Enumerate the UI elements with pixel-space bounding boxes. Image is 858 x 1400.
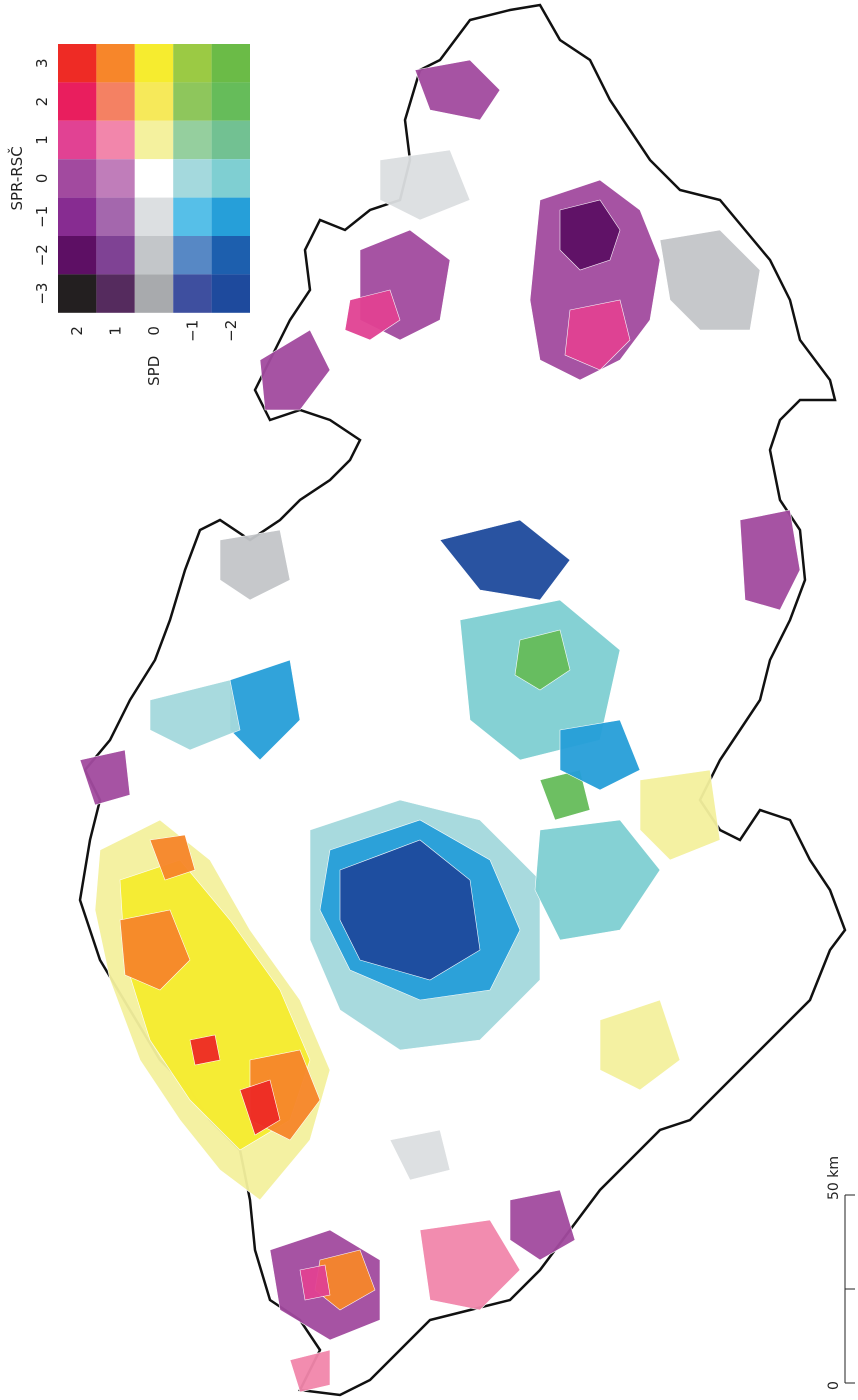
- scale-bar: 0 50 km: [826, 1156, 855, 1390]
- region-pale-yellow-se: [599, 999, 681, 1091]
- legend-cell: [58, 120, 97, 160]
- region-red-sw-2: [189, 1034, 221, 1066]
- legend-cell: [96, 82, 135, 121]
- region-magenta-s: [299, 1264, 331, 1301]
- legend-cell: [173, 274, 212, 313]
- legend-y-tick: −3: [33, 283, 51, 305]
- region-cyan-w: [149, 679, 241, 751]
- legend-cell: [134, 44, 174, 83]
- legend-cell: [96, 120, 135, 160]
- legend-x-tick: −2: [222, 320, 240, 342]
- legend-x-tick: 0: [145, 326, 163, 336]
- legend-y-tick: −2: [33, 244, 51, 266]
- legend-cell: [134, 274, 174, 313]
- legend-y-tick: −1: [33, 206, 51, 228]
- legend-cell: [96, 159, 135, 198]
- region-pale-yellow-e: [639, 769, 721, 861]
- legend-x-title: SPD: [145, 356, 163, 386]
- legend-cell: [58, 197, 97, 236]
- region-blue-mid: [559, 719, 641, 791]
- legend-cell: [58, 274, 97, 313]
- legend-cell: [134, 197, 174, 236]
- region-light-gray-1: [379, 149, 471, 221]
- legend-cell: [211, 82, 250, 121]
- legend-cell: [58, 236, 97, 275]
- legend-cell: [134, 120, 174, 160]
- region-purple-e: [739, 509, 801, 611]
- region-purple-s2: [509, 1189, 576, 1261]
- region-dark-purple-ne: [559, 199, 621, 271]
- region-purple-nw: [259, 329, 331, 411]
- region-light-gray-s: [389, 1129, 451, 1181]
- legend-y-tick: 1: [33, 135, 51, 145]
- legend-cell: [134, 236, 174, 275]
- legend-cell: [58, 44, 97, 83]
- legend-x-tick: 1: [107, 326, 125, 336]
- legend-y-tick: 0: [33, 174, 51, 184]
- region-green-mid: [514, 629, 571, 691]
- legend-cell: [173, 120, 212, 160]
- legend-y-tick: 3: [33, 58, 51, 68]
- region-magenta-e: [564, 299, 631, 371]
- region-dark-blue-n: [439, 519, 571, 601]
- region-pink-s3: [289, 1349, 331, 1393]
- legend-cell: [211, 274, 250, 313]
- region-purple-sw: [79, 749, 131, 806]
- legend-cell: [173, 236, 212, 275]
- scale-bar-end-label: 50 km: [826, 1156, 842, 1200]
- legend-cell: [96, 44, 135, 83]
- legend-cell: [211, 159, 250, 198]
- legend-cell: [211, 197, 250, 236]
- legend-cell: [58, 82, 97, 121]
- legend-cell: [173, 82, 212, 121]
- legend-cell: [211, 44, 250, 83]
- region-pink-s: [419, 1219, 521, 1311]
- scale-bar-start-label: 0: [826, 1381, 842, 1390]
- legend-cell: [173, 159, 212, 198]
- legend-cell: [211, 236, 250, 275]
- legend-cell: [134, 159, 174, 198]
- region-dark-blue-big: [339, 839, 481, 981]
- region-gray-w: [219, 529, 291, 601]
- legend-x-tick: 2: [68, 326, 86, 336]
- legend-y-tick: 2: [33, 97, 51, 107]
- region-magenta-n: [344, 289, 401, 341]
- legend-cell: [96, 236, 135, 275]
- map-area: [78, 3, 847, 1397]
- legend-x-tick: −1: [183, 320, 201, 342]
- region-cyan-e: [534, 819, 661, 941]
- region-orange-sw-1: [119, 909, 191, 991]
- legend-cell: [134, 82, 174, 121]
- legend-cell: [58, 159, 97, 198]
- legend-cell: [96, 197, 135, 236]
- legend-cell: [173, 197, 212, 236]
- region-orange-sw-3: [149, 834, 196, 881]
- region-red-sw: [239, 1079, 281, 1136]
- region-purple-top: [414, 59, 501, 121]
- legend-cell: [173, 44, 212, 83]
- legend-cell: [96, 274, 135, 313]
- legend-y-title: SPR-RSČ: [7, 146, 26, 210]
- region-gray-ne: [659, 229, 761, 331]
- legend-cell: [211, 120, 250, 160]
